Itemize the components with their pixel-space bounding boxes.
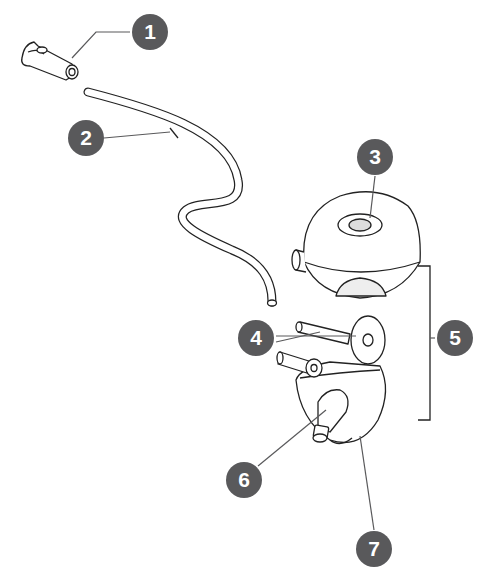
callout-number: 2 bbox=[68, 120, 104, 156]
callout-number: 6 bbox=[226, 462, 262, 498]
callout-number: 4 bbox=[238, 320, 274, 356]
callout-number: 7 bbox=[356, 531, 392, 567]
callout-number: 1 bbox=[132, 14, 168, 50]
callout-number: 3 bbox=[357, 139, 393, 175]
callout-number: 5 bbox=[437, 320, 473, 356]
